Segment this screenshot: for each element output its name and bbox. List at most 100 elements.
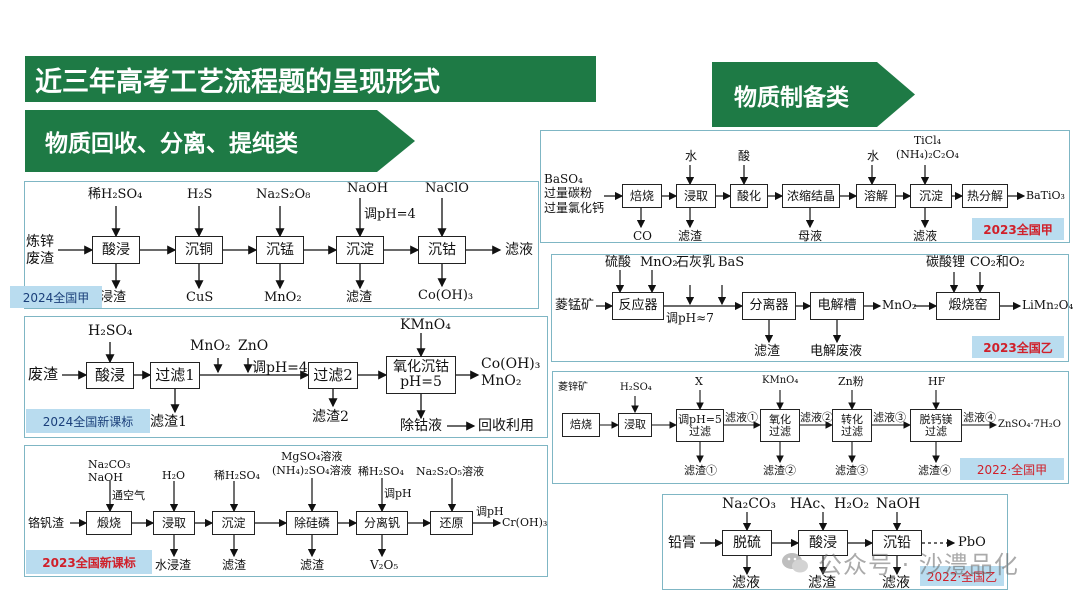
p3-step-reduce: 还原 — [430, 511, 473, 535]
p3-out-2: 滤渣 — [300, 558, 325, 572]
p5-in-5: CO₂和O₂ — [970, 255, 1025, 270]
p6-in-1: X — [695, 375, 703, 388]
p4-year-tag: 2023全国甲 — [972, 218, 1064, 240]
p4-start: BaSO₄ 过量碳粉 过量氯化钙 — [544, 172, 605, 215]
p1-out-4: Co(OH)₃ — [418, 288, 474, 303]
wechat-icon — [782, 552, 808, 572]
p2-in-2: ZnO — [238, 338, 269, 354]
p2-end: Co(OH)₃ MnO₂ — [481, 356, 541, 389]
section-banner-right: 物质制备类 — [712, 62, 915, 127]
p3-out-1: 滤渣 — [222, 558, 247, 572]
p3-in-1: 通空气 — [112, 489, 145, 502]
p6-end: ZnSO₄·7H₂O — [998, 419, 1061, 430]
p6-step-decamg: 脱钙镁 过滤 — [910, 409, 962, 442]
p1-in-3: NaOH — [347, 181, 389, 196]
p6-step-convert: 转化 过滤 — [832, 409, 872, 442]
p1-in-4: NaClO — [425, 181, 469, 196]
p2-step-filter2: 过滤2 — [308, 362, 358, 389]
p5-mid: MnO₂ — [882, 298, 917, 312]
p3-start: 铬钒渣 — [28, 516, 65, 530]
p2-step-filter1: 过滤1 — [150, 362, 200, 389]
p5-step-separator: 分离器 — [742, 292, 796, 320]
p2-tail-end: 回收利用 — [478, 418, 534, 434]
p6-step-ph: 调pH=5 过滤 — [676, 409, 724, 442]
p1-step-co: 沉钴 — [418, 236, 466, 264]
p6-out-3: 滤渣④ — [918, 464, 951, 477]
p4-end: BaTiO₃ — [1026, 189, 1065, 202]
p5-start: 菱锰矿 — [555, 298, 595, 313]
p6-in-0: H₂SO₄ — [620, 382, 652, 393]
p3-out-3: V₂O₅ — [370, 558, 399, 572]
p4-out-0: CO — [633, 229, 653, 243]
p6-in-4: HF — [928, 375, 946, 388]
p1-out-2: MnO₂ — [264, 290, 302, 305]
p6-in-2: KMnO₄ — [762, 375, 799, 386]
p4-step-precip: 沉淀 — [910, 184, 952, 208]
p5-step-reactor: 反应器 — [612, 292, 664, 320]
p2-step-acid-leach: 酸浸 — [86, 362, 134, 389]
p4-step-thermal: 热分解 — [962, 184, 1008, 208]
p3-year-tag: 2023全国新课标 — [26, 550, 152, 574]
p3-in-6: 调pH — [384, 487, 412, 500]
p5-in-4: 碳酸锂 — [926, 255, 966, 270]
p1-end: 滤液 — [505, 242, 533, 258]
p5-end: LiMn₂O₄ — [1022, 298, 1074, 312]
p6-year-tag: 2022·全国甲 — [960, 458, 1064, 480]
p4-in-2: 水 — [867, 149, 880, 163]
section-banner-left: 物质回收、分离、提纯类 — [25, 110, 415, 172]
p1-in-2: Na₂S₂O₈ — [256, 187, 311, 202]
p2-out-1: 滤渣2 — [312, 409, 349, 425]
p7-step-acid-leach: 酸浸 — [798, 530, 848, 556]
p2-tail: 除钴液 — [400, 418, 442, 434]
p1-year-tag: 2024全国甲 — [10, 286, 102, 308]
p2-in-3: KMnO₄ — [400, 317, 451, 333]
p7-end: PbO — [958, 535, 986, 550]
p4-out-1: 滤渣 — [678, 229, 703, 243]
p1-out-3: 滤渣 — [346, 290, 373, 305]
p6-start: 菱锌矿 — [558, 382, 588, 393]
p4-step-leach: 浸取 — [676, 184, 716, 208]
p3-step-precip: 沉淀 — [212, 511, 255, 535]
p6-link-3: 滤液④ — [963, 411, 996, 424]
p1-start: 炼锌 废渣 — [26, 234, 54, 267]
p3-in-2: H₂O — [162, 469, 186, 482]
p5-step-kiln: 煅烧窑 — [936, 292, 1000, 320]
p2-in-0: H₂SO₄ — [88, 323, 133, 339]
p4-step-roast: 焙烧 — [622, 184, 662, 208]
p1-note: 调pH=4 — [364, 207, 416, 222]
p3-in-0: Na₂CO₃ NaOH — [88, 458, 131, 484]
p7-step-desulf: 脱硫 — [722, 530, 772, 556]
p2-note: 调pH=4 — [252, 360, 308, 376]
p5-in-0: 硫酸 — [605, 255, 632, 270]
page-title: 近三年高考工艺流程题的呈现形式 — [25, 56, 596, 102]
p5-note: 调pH≈7 — [666, 311, 714, 325]
p4-step-acidify: 酸化 — [730, 184, 768, 208]
p3-in-7: Na₂S₂O₅溶液 — [416, 465, 484, 478]
p1-step-cu: 沉铜 — [175, 236, 223, 264]
p1-step-precip: 沉淀 — [336, 236, 384, 264]
p4-out-3: 滤液 — [913, 229, 938, 243]
watermark: 公众号 · 沙澧品化 — [780, 545, 1019, 580]
p5-step-electrolysis: 电解槽 — [810, 292, 864, 320]
p3-in-5: 稀H₂SO₄ — [358, 465, 404, 478]
p7-in-1: HAc、H₂O₂ — [790, 496, 870, 512]
p7-out-1: 滤渣 — [808, 575, 836, 591]
p5-out-1: 电解废液 — [810, 344, 863, 359]
p5-year-tag: 2023全国乙 — [972, 336, 1064, 358]
p6-link-2: 滤液③ — [873, 411, 906, 424]
p2-step-oxidize: 氧化沉钴 pH=5 — [386, 356, 456, 394]
p7-in-0: Na₂CO₃ — [722, 496, 777, 512]
p4-in-1: 酸 — [738, 149, 751, 163]
p3-in-4: MgSO₄溶液 (NH₄)₂SO₄溶液 — [272, 450, 352, 478]
p7-out-2: 滤液 — [882, 575, 910, 591]
p4-step-dissolve: 溶解 — [856, 184, 896, 208]
p7-year-tag: 2022·全国乙 — [920, 566, 1004, 586]
p7-out-0: 滤液 — [732, 575, 760, 591]
p5-in-2: 石灰乳 — [676, 255, 716, 270]
p1-in-1: H₂S — [187, 187, 213, 202]
